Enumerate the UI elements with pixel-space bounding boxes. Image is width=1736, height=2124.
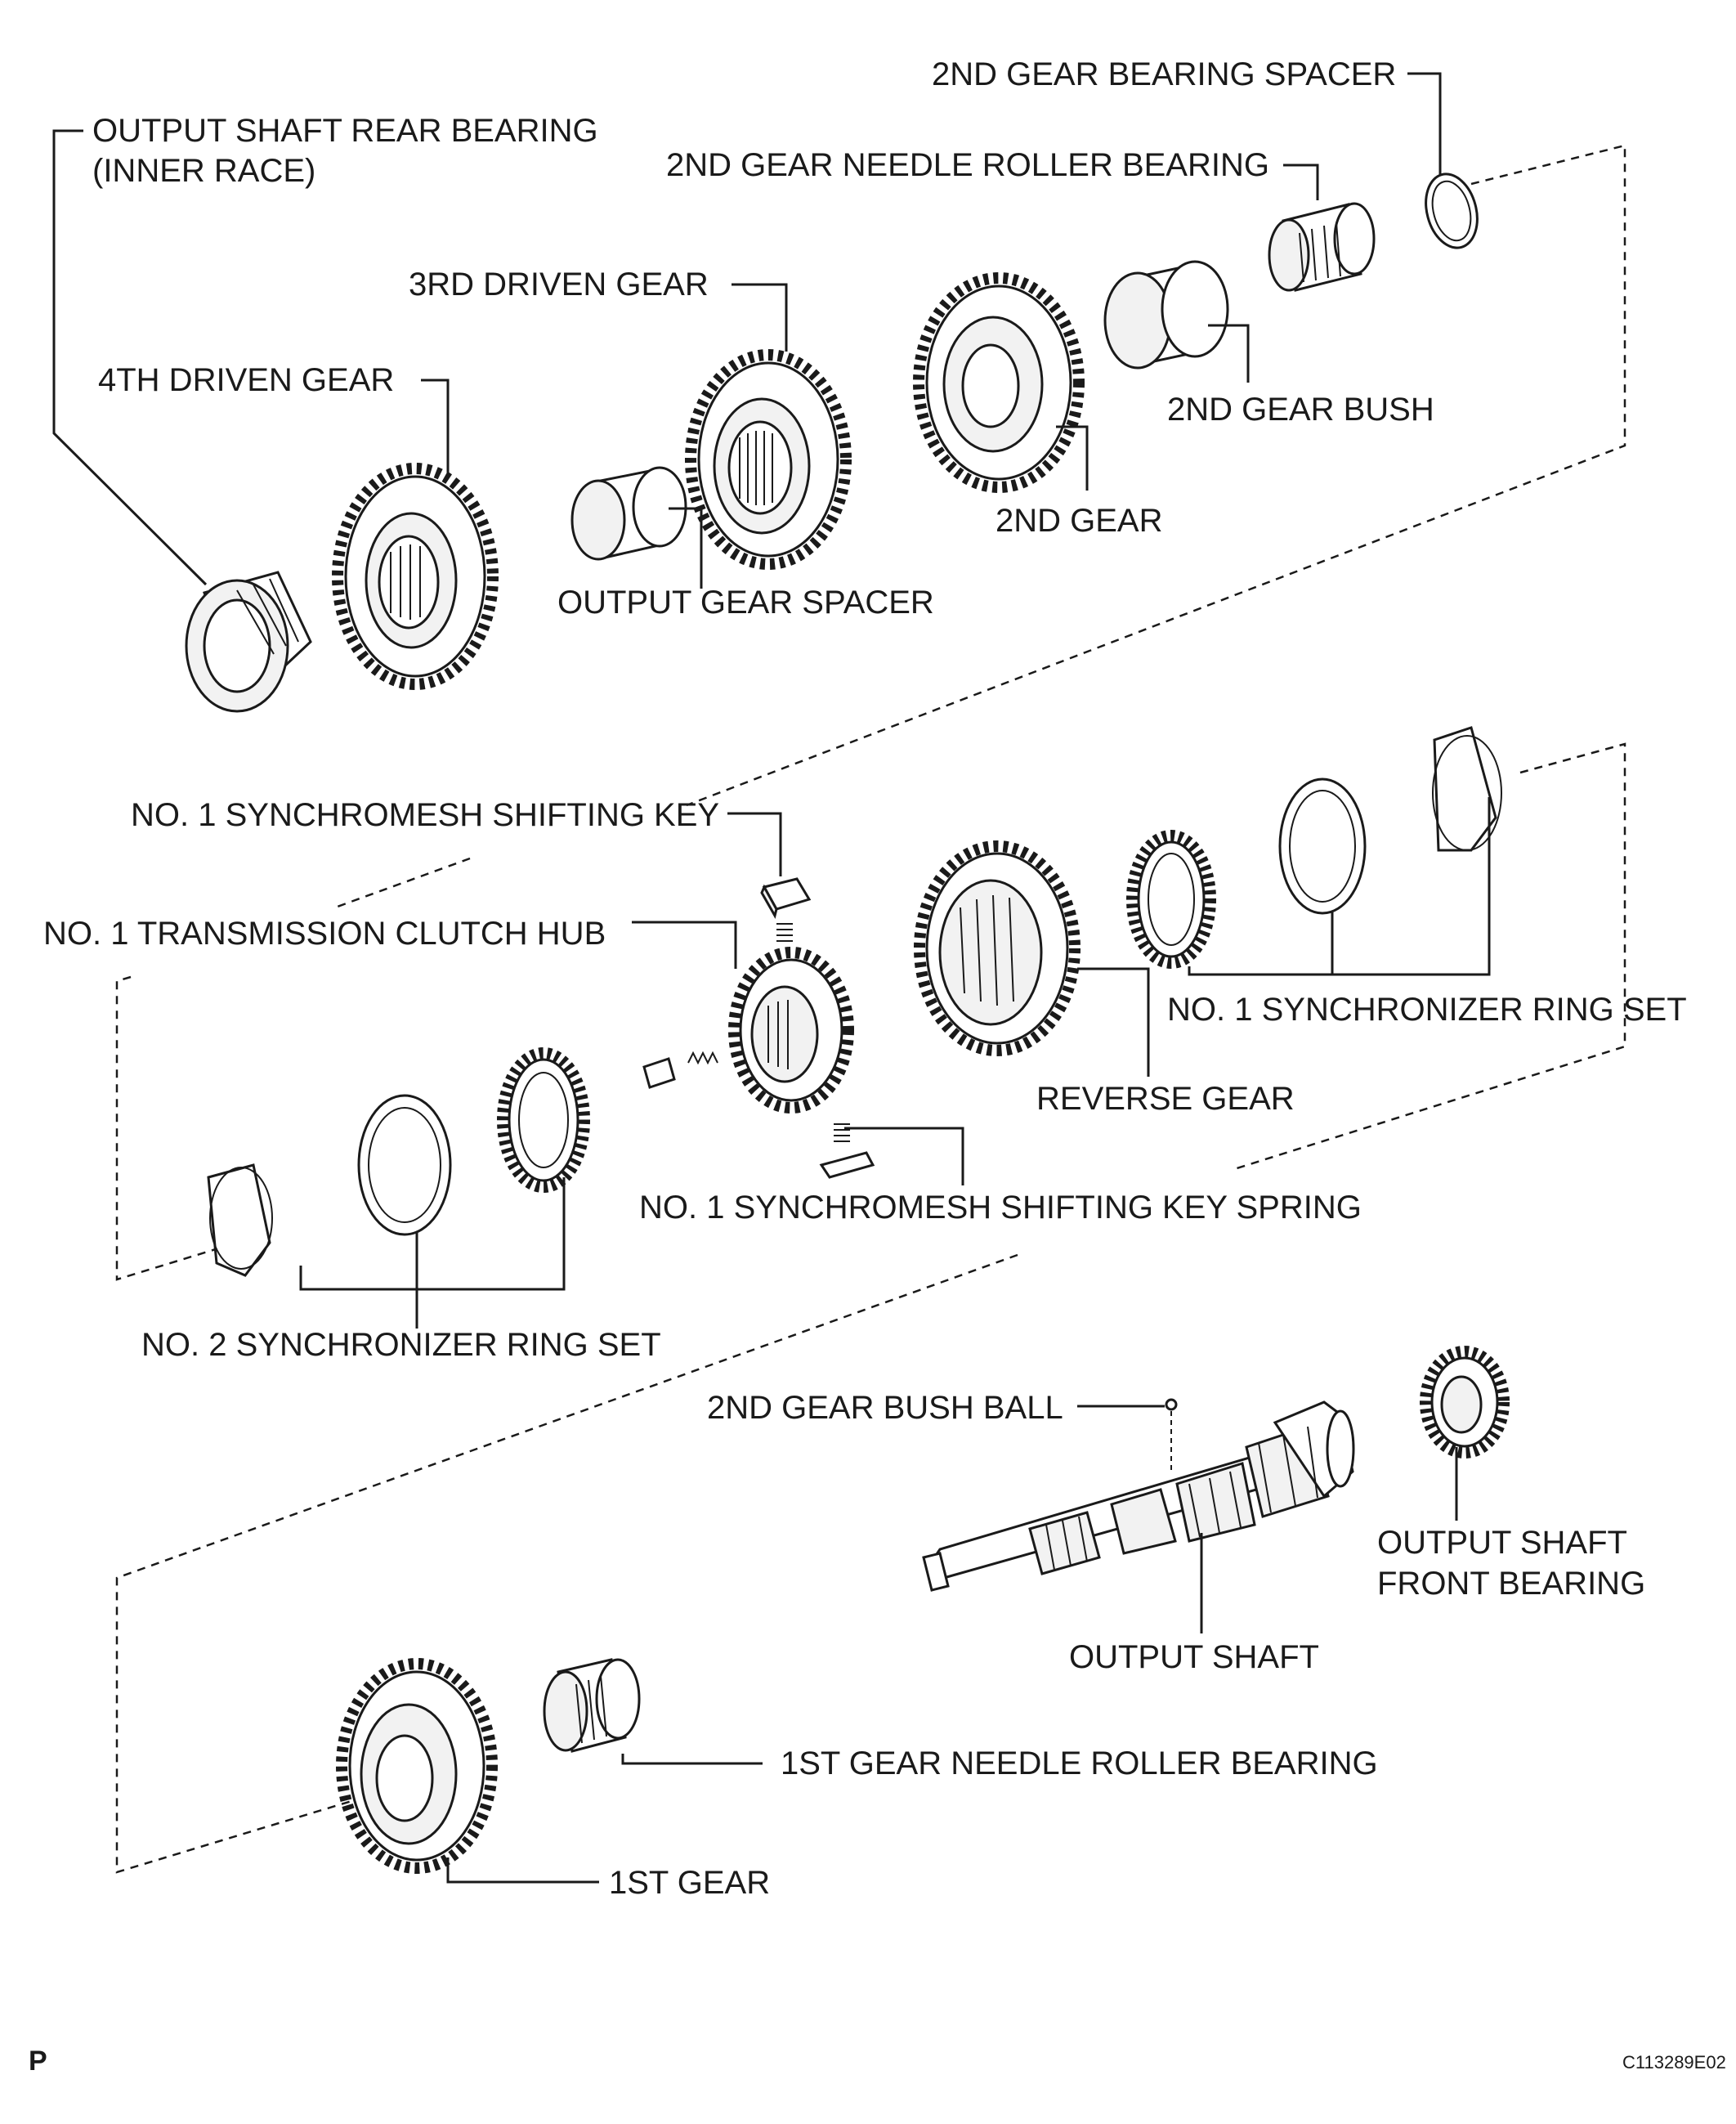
assembly-axis-lines xyxy=(115,144,1626,1874)
label-2nd-gear-bearing-spacer: 2ND GEAR BEARING SPACER xyxy=(932,56,1396,92)
label-no2-synchronizer-ring-set: NO. 2 SYNCHRONIZER RING SET xyxy=(141,1327,661,1363)
label-2nd-gear-needle-roller-bearing: 2ND GEAR NEEDLE ROLLER BEARING xyxy=(666,147,1269,183)
label-output-shaft-rear-bearing: OUTPUT SHAFT REAR BEARING xyxy=(92,113,598,149)
second-gear-bearing-spacer-part xyxy=(1425,173,1479,249)
shifting-key-spring-top-part xyxy=(776,923,793,942)
second-gear-needle-roller-bearing-part xyxy=(1268,202,1376,292)
label-output-shaft: OUTPUT SHAFT xyxy=(1069,1639,1319,1675)
shifting-key-bottom-part xyxy=(819,1123,875,1179)
page-mark: P xyxy=(29,2046,47,2077)
label-1st-gear: 1ST GEAR xyxy=(609,1865,770,1901)
no1-synchronizer-ring-set-part xyxy=(1126,726,1502,969)
label-output-gear-spacer: OUTPUT GEAR SPACER xyxy=(557,585,934,621)
label-no1-transmission-clutch-hub: NO. 1 TRANSMISSION CLUTCH HUB xyxy=(43,916,606,952)
output-shaft-rear-bearing-part xyxy=(185,571,312,713)
label-output-shaft-rear-bearing-inner-race: (INNER RACE) xyxy=(92,153,315,189)
first-gear-needle-roller-bearing-part xyxy=(543,1658,641,1753)
figure-code: C113289E02 xyxy=(1622,2052,1726,2072)
label-output-shaft-front-bearing: OUTPUT SHAFT xyxy=(1377,1525,1627,1561)
fourth-driven-gear-part xyxy=(332,463,499,690)
label-4th-driven-gear: 4TH DRIVEN GEAR xyxy=(98,362,394,398)
label-no1-synchronizer-ring-set: NO. 1 SYNCHRONIZER RING SET xyxy=(1167,992,1687,1028)
label-output-shaft-front-bearing-line2: FRONT BEARING xyxy=(1377,1566,1645,1602)
third-driven-gear-part xyxy=(685,349,852,570)
second-gear-bush-part xyxy=(1103,260,1229,370)
first-gear-part xyxy=(336,1658,498,1874)
reverse-gear-part xyxy=(914,840,1081,1056)
label-2nd-gear: 2ND GEAR xyxy=(996,503,1163,539)
clutch-hub-part xyxy=(728,947,854,1114)
output-shaft-front-bearing-part xyxy=(1420,1346,1510,1459)
label-1st-gear-needle-roller-bearing: 1ST GEAR NEEDLE ROLLER BEARING xyxy=(781,1745,1378,1781)
label-no1-synchromesh-shifting-key: NO. 1 SYNCHROMESH SHIFTING KEY xyxy=(131,797,719,833)
shifting-key-left-part xyxy=(642,1051,718,1089)
label-no1-synchromesh-shifting-key-spring: NO. 1 SYNCHROMESH SHIFTING KEY SPRING xyxy=(639,1190,1362,1226)
label-3rd-driven-gear: 3RD DRIVEN GEAR xyxy=(409,267,709,302)
no2-synchronizer-ring-set-part xyxy=(207,1047,590,1277)
second-gear-bush-ball-part xyxy=(1165,1398,1178,1411)
output-shaft-part xyxy=(922,1400,1355,1592)
output-gear-spacer-part xyxy=(570,466,687,561)
second-gear-part xyxy=(913,272,1085,493)
label-reverse-gear: REVERSE GEAR xyxy=(1036,1081,1295,1117)
label-2nd-gear-bush: 2ND GEAR BUSH xyxy=(1167,392,1434,428)
labels: 2ND GEAR BEARING SPACER 2ND GEAR NEEDLE … xyxy=(43,56,1687,1901)
leader-lines xyxy=(52,72,1491,1884)
label-2nd-gear-bush-ball: 2ND GEAR BUSH BALL xyxy=(707,1390,1063,1426)
shifting-key-top-part xyxy=(760,877,812,919)
